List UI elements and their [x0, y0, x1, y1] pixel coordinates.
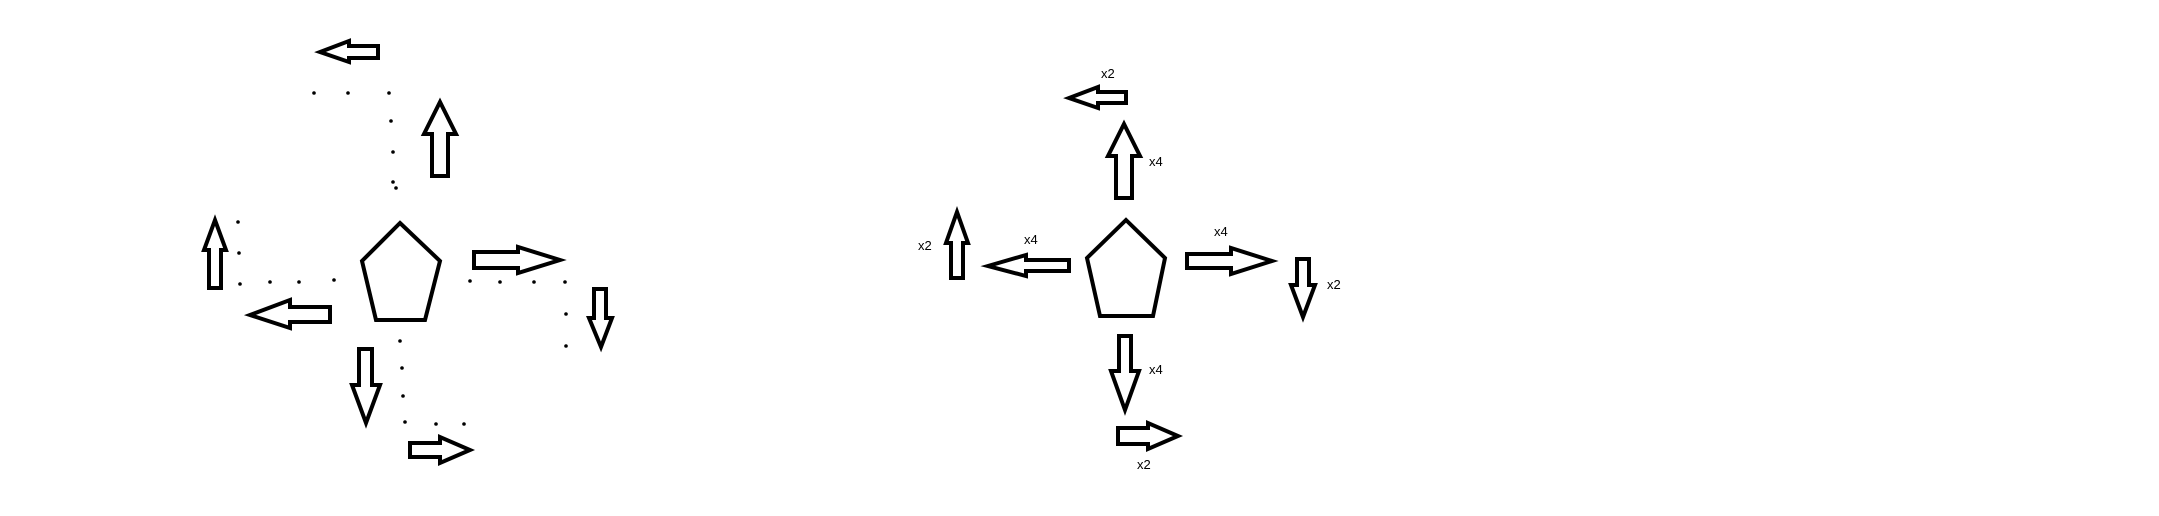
arrow-down-right-diagram [1108, 334, 1142, 416]
arrow-right-right-diagram [1185, 245, 1279, 277]
dotted-connector-bottom [398, 339, 466, 426]
arrow-left-up-left-diagram [201, 214, 229, 290]
pentagon-left [359, 220, 443, 322]
arrow-left-right-diagram [980, 252, 1071, 279]
arrow-left-left-diagram [243, 297, 332, 331]
label-top-left: x2 [1101, 66, 1115, 81]
arrow-right-down-left-diagram [586, 287, 615, 353]
label-right: x4 [1214, 224, 1228, 239]
label-left-up: x2 [918, 238, 932, 253]
pentagon-right [1084, 217, 1168, 318]
dotted-connector-top [312, 91, 398, 190]
label-right-down: x2 [1327, 277, 1341, 292]
dotted-connector-left [236, 220, 336, 286]
diagram-right: x2 x4 x2 x4 x4 x2 x4 x2 [918, 66, 1341, 472]
label-bottom-right: x2 [1137, 457, 1151, 472]
dotted-connector-right [468, 279, 568, 348]
arrow-bottom-right-right-diagram [1116, 419, 1184, 453]
diagram-left [201, 38, 615, 467]
arrow-top-left-right-diagram [1063, 84, 1128, 111]
arrow-down-left-diagram [349, 347, 383, 429]
arrow-left-up-right-diagram [943, 206, 971, 280]
arrow-up-right-diagram [1104, 119, 1144, 200]
arrow-right-left-diagram [472, 244, 567, 276]
arrow-bottom-right-left-diagram [408, 433, 476, 467]
label-left: x4 [1024, 232, 1038, 247]
label-up: x4 [1149, 154, 1163, 169]
arrow-right-down-right-diagram [1288, 257, 1318, 323]
label-down: x4 [1149, 362, 1163, 377]
arrow-top-left-left-diagram [314, 38, 380, 65]
arrow-up-left-diagram [420, 97, 460, 178]
